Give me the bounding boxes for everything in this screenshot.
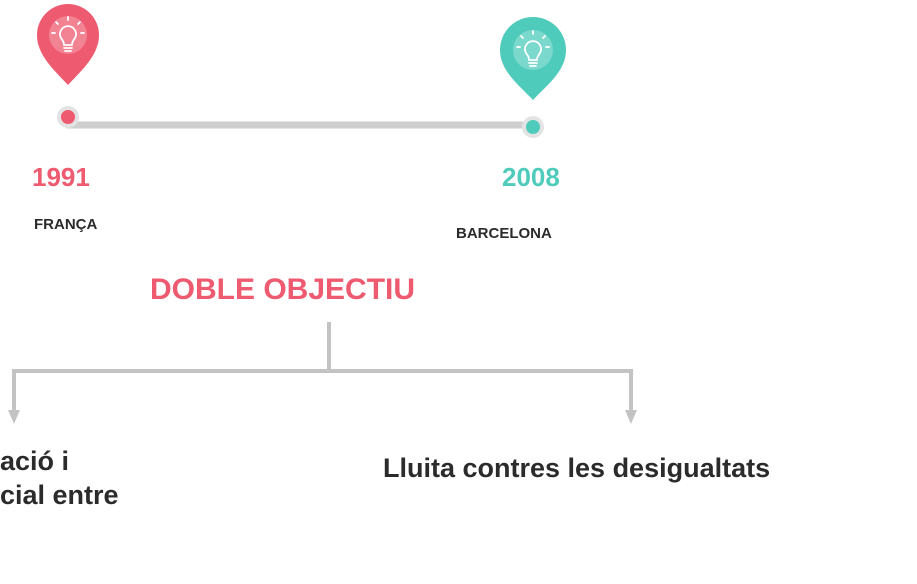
timeline-dot-1991 (61, 110, 75, 124)
objective-connector (12, 322, 633, 414)
arrow-down-icon (8, 410, 20, 424)
pin-marker-2008 (500, 17, 566, 100)
goal-left-line-1: ació i (0, 446, 70, 476)
place-franca: FRANÇA (34, 216, 98, 233)
year-1991: 1991 (32, 162, 90, 192)
objective-title: DOBLE OBJECTIU (150, 273, 416, 306)
goal-right: Lluita contres les desigualtats (383, 453, 771, 483)
place-barcelona: BARCELONA (456, 225, 552, 242)
goal-left-line-2: cial entre (0, 480, 119, 510)
timeline-dot-2008 (526, 120, 540, 134)
lightbulb-icon (516, 30, 550, 67)
arrow-down-icon (625, 410, 637, 424)
lightbulb-icon (51, 16, 85, 52)
pin-marker-1991 (36, 3, 99, 86)
year-2008: 2008 (502, 162, 560, 192)
